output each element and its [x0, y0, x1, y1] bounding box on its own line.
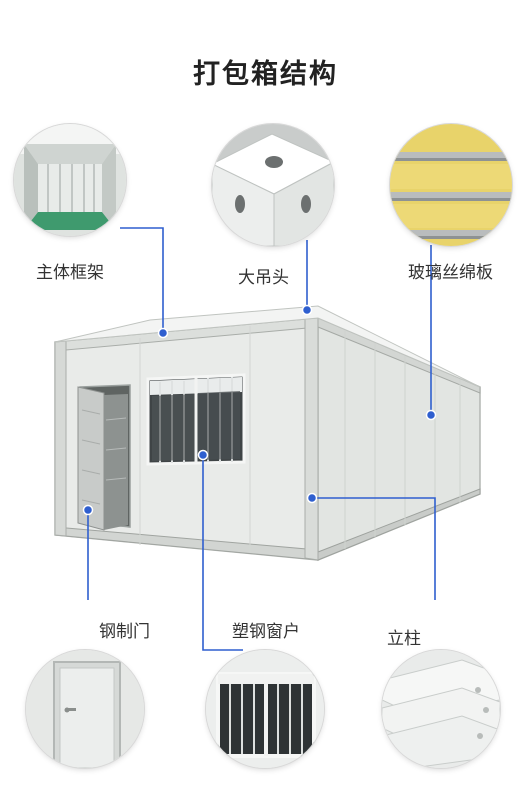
glasswool-thumbnail	[390, 124, 512, 246]
column-label: 立柱	[387, 629, 421, 649]
lifting-label: 大吊头	[238, 268, 289, 288]
frame-thumbnail	[14, 124, 126, 236]
glasswool-label: 玻璃丝绵板	[408, 263, 493, 283]
window-label: 塑钢窗户	[232, 622, 300, 642]
door-label: 钢制门	[99, 622, 150, 642]
frame-label: 主体框架	[36, 263, 104, 283]
connector-dots	[82, 304, 437, 516]
window-thumbnail	[206, 650, 324, 768]
column-thumbnail	[382, 650, 500, 768]
page-title: 打包箱结构	[193, 59, 338, 90]
lifting-corner-thumbnail	[212, 124, 334, 246]
connector-lines	[87, 227, 436, 651]
door-thumbnail	[26, 650, 144, 768]
